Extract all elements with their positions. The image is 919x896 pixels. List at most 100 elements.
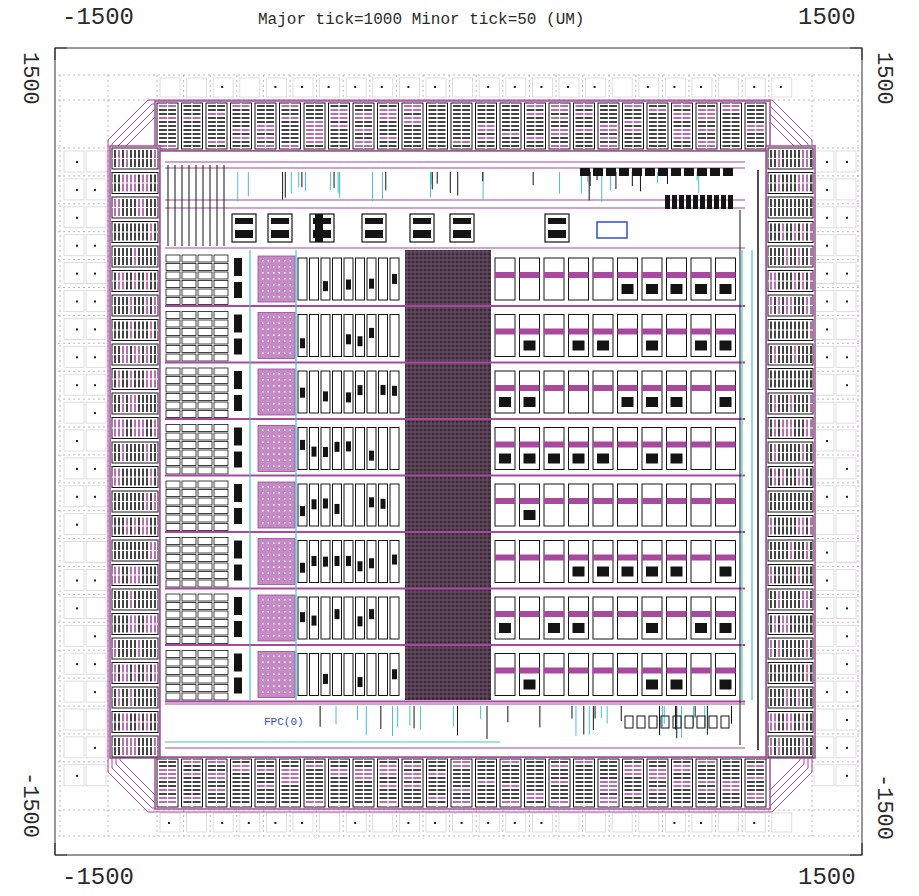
io-cell	[112, 565, 158, 586]
io-frame	[155, 101, 770, 151]
grid-line	[58, 148, 108, 149]
pad-dot	[94, 496, 96, 498]
route	[483, 172, 484, 200]
array-line	[405, 432, 491, 433]
io-cell	[112, 369, 158, 390]
grid-line	[502, 75, 503, 100]
pad-dot	[846, 384, 848, 386]
io-cell	[329, 759, 350, 807]
io-cell	[427, 759, 448, 807]
io-cell	[280, 759, 301, 807]
io-gap	[112, 672, 158, 673]
route	[589, 172, 590, 200]
pad-dot	[274, 822, 276, 824]
grid-line	[396, 810, 397, 836]
io-cell	[696, 103, 717, 149]
bond-pad	[814, 765, 834, 786]
pad-dot	[76, 217, 78, 219]
pad-dot	[826, 440, 828, 442]
bond-pad	[64, 709, 84, 730]
io-cell-row	[155, 757, 770, 809]
io-gap	[338, 759, 339, 807]
bond-pad	[814, 346, 834, 367]
grid-line	[157, 810, 158, 836]
bond-pad	[160, 78, 180, 97]
pad-dot	[94, 412, 96, 414]
array-line	[405, 404, 491, 405]
pad-dot	[381, 86, 383, 88]
io-cell	[304, 759, 325, 807]
grid-line	[58, 427, 108, 428]
logic-metal	[365, 218, 383, 224]
io-cell	[112, 320, 158, 341]
power-rail	[165, 247, 745, 248]
logic-metal	[548, 218, 566, 224]
logic-metal	[714, 195, 719, 209]
io-cell	[112, 491, 158, 512]
io-cell	[476, 103, 497, 149]
pad-dot	[846, 691, 848, 693]
pad-dot	[700, 86, 702, 88]
grid-line	[58, 482, 108, 483]
io-gap	[314, 103, 315, 149]
io-gap	[289, 103, 290, 149]
grid-line	[58, 594, 108, 595]
array-line	[405, 680, 491, 681]
bond-pad	[160, 813, 180, 832]
array-line	[405, 584, 491, 585]
array-line	[405, 304, 491, 305]
route	[182, 165, 183, 246]
core-boundary	[160, 151, 766, 757]
array-line	[405, 552, 491, 553]
io-cell	[745, 759, 766, 807]
io-cell	[255, 759, 276, 807]
bond-pad	[814, 179, 834, 200]
array-line	[405, 252, 491, 253]
logic-metal	[619, 168, 629, 176]
io-gap	[112, 623, 158, 624]
grid-cell	[198, 272, 212, 279]
logic-metal	[271, 218, 289, 224]
grid-line	[812, 203, 859, 204]
bond-pad	[86, 318, 106, 339]
route	[559, 172, 560, 194]
bond-pad	[836, 151, 856, 172]
bond-pad	[64, 291, 84, 312]
grid-line	[58, 343, 108, 344]
pad-dot	[673, 86, 675, 88]
array-line	[405, 576, 491, 577]
io-gap	[412, 759, 413, 807]
array-line	[405, 392, 491, 393]
pad-dot	[328, 86, 330, 88]
pad-dot	[76, 607, 78, 609]
bond-pad	[86, 542, 106, 563]
logic-metal	[323, 281, 328, 291]
pad-dot	[846, 496, 848, 498]
io-gap	[657, 759, 658, 807]
route	[430, 172, 431, 198]
logic-metal	[453, 218, 471, 224]
io-gap	[112, 231, 158, 232]
logic-metal	[235, 218, 253, 224]
io-cell	[574, 103, 595, 149]
route	[431, 172, 432, 185]
logic-cell	[379, 258, 388, 300]
route	[432, 172, 433, 189]
logic-cell	[310, 214, 334, 242]
contact-dot	[273, 266, 275, 268]
grid-line	[449, 75, 450, 100]
io-cell	[112, 736, 158, 757]
logic-cell	[390, 258, 399, 300]
io-cell	[112, 467, 158, 488]
io-frame	[110, 146, 160, 758]
io-cell	[768, 197, 813, 218]
pad-dot	[514, 86, 516, 88]
pad-dot	[567, 86, 569, 88]
contact-dot	[273, 284, 275, 286]
io-gap	[387, 103, 388, 149]
pad-dot	[76, 273, 78, 275]
bond-pad	[814, 597, 834, 618]
pad-dot	[826, 607, 828, 609]
logic-cell	[545, 214, 569, 242]
bond-pad	[836, 597, 856, 618]
